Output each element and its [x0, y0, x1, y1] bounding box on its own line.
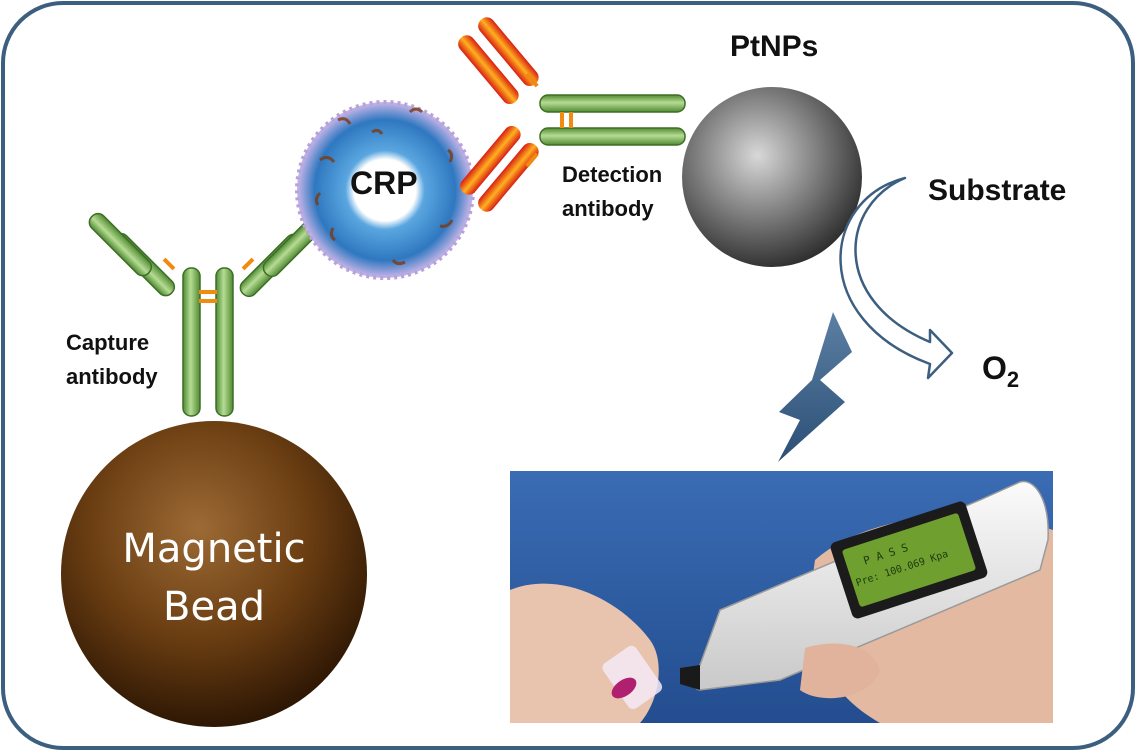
- detection-antibody-label-line2: antibody: [562, 196, 654, 221]
- o2-main: O: [982, 350, 1007, 386]
- ptnp-sphere: [682, 87, 862, 267]
- substrate-arrow: [839, 176, 954, 380]
- o2-label: O2: [982, 350, 1019, 392]
- device-photo: [510, 471, 1053, 723]
- detection-antibody: [458, 17, 686, 212]
- lightning-arrow: [778, 312, 852, 462]
- magnetic-bead-label-line2: Bead: [163, 584, 265, 630]
- substrate-label: Substrate: [928, 174, 1067, 207]
- capture-antibody-label-line2: antibody: [66, 364, 158, 389]
- ptnps-label: PtNPs: [730, 30, 819, 63]
- magnetic-bead-label-line1: Magnetic: [122, 526, 306, 572]
- o2-subscript: 2: [1006, 367, 1020, 392]
- capture-antibody-label-line1: Capture: [66, 330, 150, 355]
- detection-antibody-label-line1: Detection: [562, 162, 663, 187]
- crp-label: CRP: [350, 165, 418, 201]
- magnetic-bead: [61, 421, 367, 727]
